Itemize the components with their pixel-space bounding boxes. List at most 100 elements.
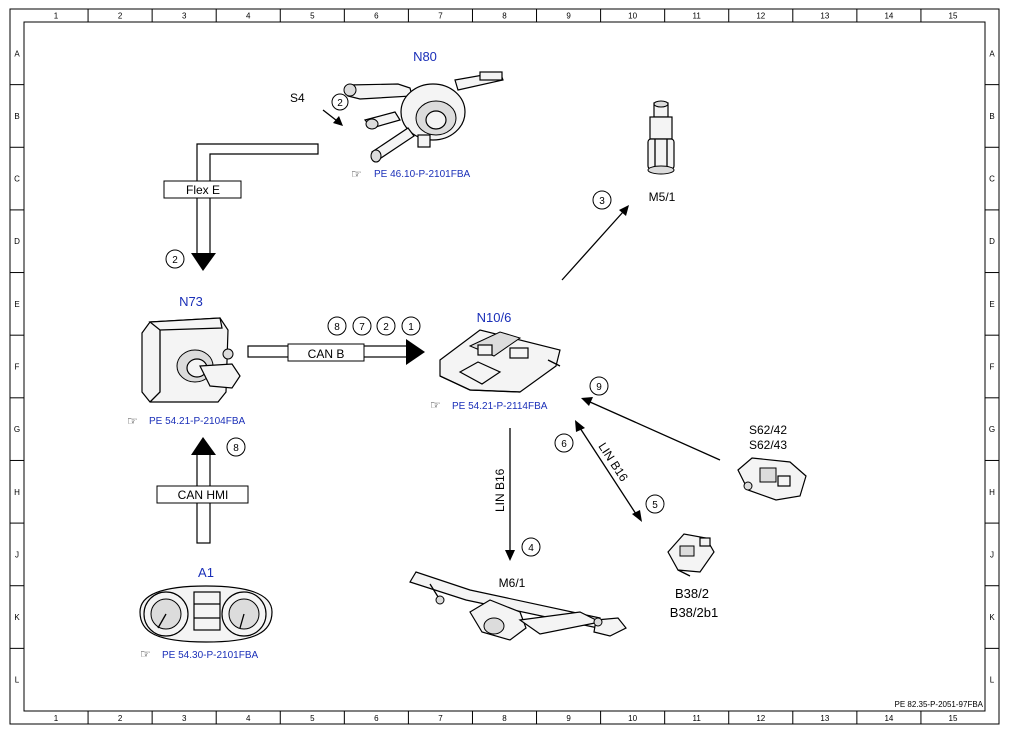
grid-column-label: 12 bbox=[756, 12, 765, 21]
n10-6-control-unit-illustration bbox=[439, 329, 561, 393]
grid-column-label: 2 bbox=[118, 714, 123, 723]
signal-badge-from-b38 bbox=[554, 433, 574, 453]
signal-number-m6-1: 4 bbox=[528, 543, 534, 554]
n80-label: N80 bbox=[413, 49, 437, 64]
grid-row-label: F bbox=[990, 363, 995, 372]
grid-row-label: A bbox=[14, 49, 20, 58]
signal-badge-s4-n80 bbox=[331, 93, 349, 111]
signal-number-can-b-3: 2 bbox=[383, 322, 389, 333]
signal-badge-from-s62 bbox=[589, 376, 609, 396]
grid-column-label: 14 bbox=[884, 714, 893, 723]
signal-number-from-b38: 6 bbox=[561, 439, 567, 450]
grid-column-label: 10 bbox=[628, 12, 637, 21]
grid-column-label: 2 bbox=[118, 12, 123, 21]
grid-column-label: 4 bbox=[246, 714, 251, 723]
grid-row-label: H bbox=[14, 488, 20, 497]
signal-number-can-hmi: 8 bbox=[233, 443, 239, 454]
signal-badge-can-hmi bbox=[226, 437, 246, 457]
m6-1-wiper-motor-illustration bbox=[409, 571, 627, 641]
grid-column-label: 3 bbox=[182, 12, 187, 21]
grid-column-label: 8 bbox=[502, 12, 507, 21]
grid-row-label: G bbox=[14, 425, 20, 434]
signal-number-s4-n80: 2 bbox=[337, 98, 343, 109]
grid-row-label: L bbox=[990, 676, 995, 685]
grid-row-label: C bbox=[14, 175, 20, 184]
s62-42-label: S62/42 bbox=[749, 423, 787, 437]
signal-number-can-b-4: 1 bbox=[408, 322, 414, 333]
signal-number-from-s62: 9 bbox=[596, 382, 602, 393]
grid-row-label: K bbox=[14, 613, 20, 622]
grid-row-label: E bbox=[989, 300, 994, 309]
lin-b16-diagonal-arrowhead-bottom bbox=[632, 510, 642, 522]
grid-column-label: 8 bbox=[502, 714, 507, 723]
grid-row-label: C bbox=[989, 175, 995, 184]
grid-column-label: 11 bbox=[693, 12, 702, 21]
grid-column-label: 9 bbox=[566, 12, 571, 21]
flex-e-arrowhead bbox=[191, 253, 216, 271]
signal-badge-flex-e bbox=[165, 249, 185, 269]
grid-row-label: E bbox=[14, 300, 19, 309]
grid-column-label: 13 bbox=[820, 12, 829, 21]
signal-badge-can-b-2 bbox=[352, 316, 372, 336]
signal-badge-can-b-4 bbox=[401, 316, 421, 336]
grid-labels: 1122334455667788991010111112121313141415… bbox=[14, 12, 995, 724]
signal-number-m5-1: 3 bbox=[599, 196, 605, 207]
grid-column-label: 5 bbox=[310, 12, 315, 21]
grid-column-label: 4 bbox=[246, 12, 251, 21]
pointing-hand-icon: ☞ bbox=[430, 398, 441, 412]
can-b-label: CAN B bbox=[308, 347, 345, 361]
arrow-to-m5-1-head bbox=[619, 205, 629, 216]
signal-number-can-b-1: 8 bbox=[334, 322, 340, 333]
grid-column-label: 5 bbox=[310, 714, 315, 723]
grid-row-label: J bbox=[15, 550, 19, 559]
signal-badge-can-b-1 bbox=[327, 316, 347, 336]
grid-column-label: 15 bbox=[949, 714, 958, 723]
pointing-hand-icon: ☞ bbox=[140, 647, 151, 661]
grid-column-label: 14 bbox=[884, 12, 893, 21]
can-b-arrowhead bbox=[406, 339, 425, 365]
b38-2-rain-light-sensor-illustration bbox=[667, 533, 715, 577]
grid-column-label: 7 bbox=[438, 714, 443, 723]
signal-number-flex-e: 2 bbox=[172, 255, 178, 266]
m5-1-label: M5/1 bbox=[649, 190, 676, 204]
grid-row-label: A bbox=[989, 49, 995, 58]
n10-6-reference-link[interactable]: PE 54.21-P-2114FBA bbox=[452, 401, 548, 412]
lin-b16-diagonal-label: LIN B16 bbox=[595, 440, 631, 484]
flex-e-label-box bbox=[163, 180, 242, 199]
s62-43-label: S62/43 bbox=[749, 438, 787, 452]
grid-column-label: 1 bbox=[54, 714, 59, 723]
signal-number-to-b38: 5 bbox=[652, 500, 658, 511]
arrow-to-m5-1 bbox=[561, 211, 624, 281]
signal-badge-m5-1 bbox=[592, 190, 612, 210]
grid-column-label: 6 bbox=[374, 714, 379, 723]
signal-badge-to-b38 bbox=[645, 494, 665, 514]
can-hmi-label: CAN HMI bbox=[178, 488, 229, 502]
grid-column-label: 12 bbox=[756, 714, 765, 723]
grid-column-label: 11 bbox=[693, 714, 702, 723]
b38-2-label: B38/2 bbox=[675, 586, 709, 601]
m5-1-pump-illustration bbox=[647, 100, 675, 175]
outer-frame bbox=[9, 8, 1000, 725]
signal-badge-can-b-3 bbox=[376, 316, 396, 336]
n80-reference-link[interactable]: PE 46.10-P-2101FBA bbox=[374, 169, 470, 180]
grid-row-label: J bbox=[990, 550, 994, 559]
can-b-label-box bbox=[287, 343, 365, 362]
a1-reference-link[interactable]: PE 54.30-P-2101FBA bbox=[162, 650, 258, 661]
grid-row-label: K bbox=[989, 613, 995, 622]
arrow-from-s62-head bbox=[581, 397, 593, 406]
n73-ignition-switch-illustration bbox=[141, 317, 241, 403]
grid-column-label: 15 bbox=[949, 12, 958, 21]
s62-door-contact-switch-illustration bbox=[737, 457, 807, 501]
grid-column-label: 3 bbox=[182, 714, 187, 723]
lin-b16-vertical-arrowhead bbox=[505, 550, 515, 561]
grid-column-label: 9 bbox=[566, 714, 571, 723]
grid-row-label: F bbox=[15, 363, 20, 372]
b38-2b1-label: B38/2b1 bbox=[670, 605, 718, 620]
lin-b16-diagonal-line bbox=[579, 427, 637, 515]
m6-1-label: M6/1 bbox=[499, 576, 526, 590]
flex-e-label: Flex E bbox=[186, 183, 220, 197]
grid-row-label: H bbox=[989, 488, 995, 497]
n73-reference-link[interactable]: PE 54.21-P-2104FBA bbox=[149, 416, 245, 427]
s4-arrowhead bbox=[333, 116, 343, 126]
